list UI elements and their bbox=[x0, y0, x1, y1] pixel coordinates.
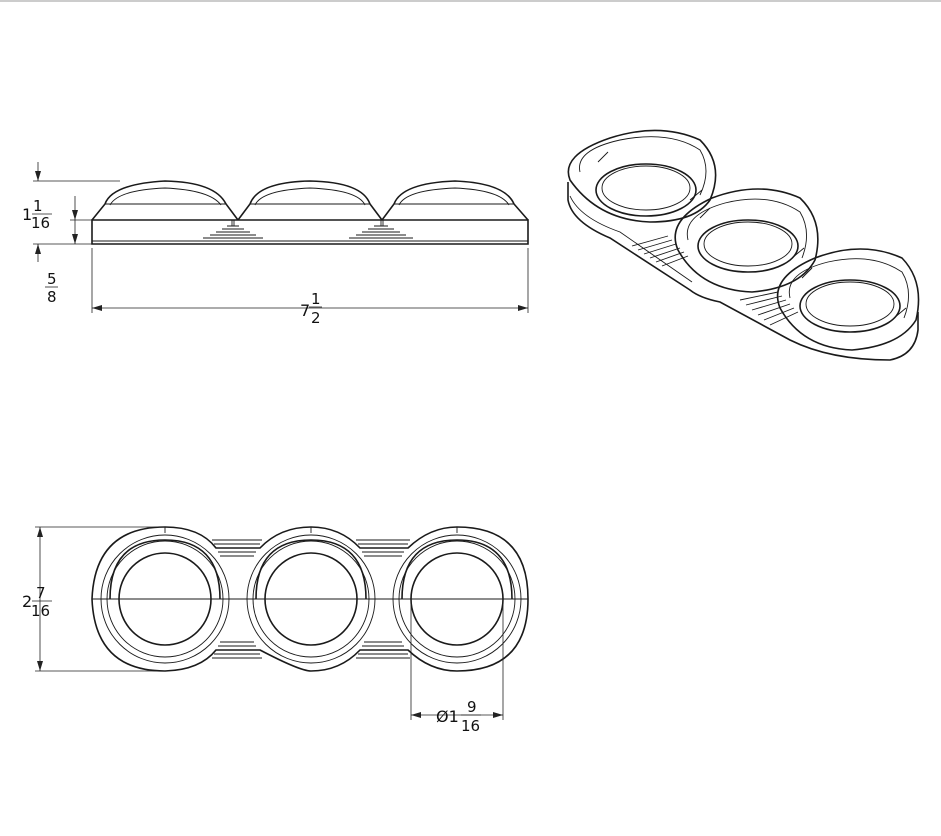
isometric-view bbox=[567, 129, 920, 361]
svg-text:7: 7 bbox=[300, 301, 310, 320]
dim-width-label: 2 7 16 bbox=[22, 584, 52, 620]
svg-text:1: 1 bbox=[33, 197, 43, 215]
top-view bbox=[91, 526, 529, 672]
dim-length-label: 7 1 2 bbox=[300, 290, 322, 327]
front-view-dimensions bbox=[33, 162, 529, 313]
dim-diameter-label: Ø1 9 16 bbox=[436, 698, 481, 735]
svg-text:2: 2 bbox=[22, 592, 32, 611]
svg-text:16: 16 bbox=[461, 717, 480, 735]
svg-text:5: 5 bbox=[47, 270, 57, 288]
svg-text:1: 1 bbox=[311, 290, 321, 308]
dim-base-thickness-label: 5 8 bbox=[45, 270, 58, 306]
svg-text:2: 2 bbox=[311, 309, 321, 327]
svg-text:8: 8 bbox=[47, 288, 57, 306]
dim-height-label: 1 1 16 bbox=[22, 197, 52, 232]
svg-text:Ø1: Ø1 bbox=[436, 707, 459, 726]
svg-text:7: 7 bbox=[36, 584, 46, 602]
svg-text:9: 9 bbox=[467, 698, 477, 716]
front-view bbox=[91, 180, 529, 245]
svg-text:16: 16 bbox=[31, 602, 50, 620]
top-view-dimensions bbox=[35, 526, 504, 720]
svg-text:16: 16 bbox=[31, 214, 50, 232]
svg-text:1: 1 bbox=[22, 205, 32, 224]
